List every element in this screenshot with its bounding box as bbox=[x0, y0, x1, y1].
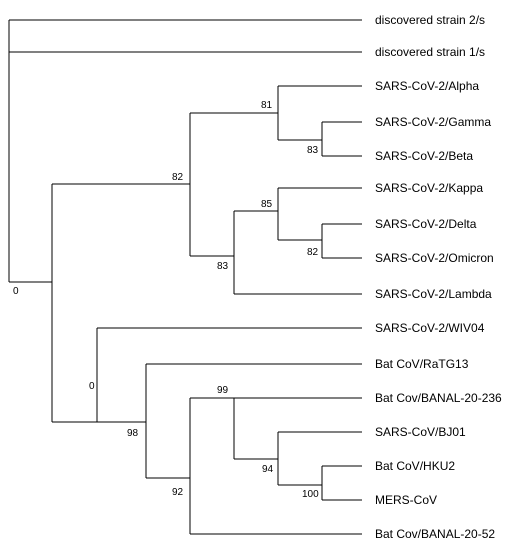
leaf-label-bat-cov-hku2: Bat CoV/HKU2 bbox=[375, 459, 455, 473]
leaf-label-sarscov2-gamma: SARS-CoV-2/Gamma bbox=[375, 115, 491, 129]
support-value-kappa-lambda: 83 bbox=[217, 261, 229, 272]
support-value-kappa-group: 85 bbox=[261, 199, 273, 210]
leaf-label-sarscov2-omicron: SARS-CoV-2/Omicron bbox=[375, 251, 494, 265]
support-value-hku2-mers: 100 bbox=[302, 489, 319, 500]
leaf-label-sarscov2-beta: SARS-CoV-2/Beta bbox=[375, 149, 473, 163]
leaf-label-bat-cov-banal-20-236: Bat Cov/BANAL-20-236 bbox=[375, 391, 502, 405]
leaf-label-discovered-strain-2: discovered strain 2/s bbox=[375, 13, 485, 27]
leaf-label-sarscov2-kappa: SARS-CoV-2/Kappa bbox=[375, 181, 483, 195]
support-value-delta-omicron: 82 bbox=[307, 247, 319, 258]
leaf-label-sarscov-bj01: SARS-CoV/BJ01 bbox=[375, 425, 466, 439]
leaf-label-sarscov2-alpha: SARS-CoV-2/Alpha bbox=[375, 79, 479, 93]
support-values: 0 82 81 83 83 85 82 0 98 92 99 94 100 bbox=[13, 100, 319, 500]
support-value-banal236-group: 99 bbox=[217, 385, 229, 396]
leaf-label-discovered-strain-1: discovered strain 1/s bbox=[375, 45, 485, 59]
leaf-label-sarscov2-wiv04: SARS-CoV-2/WIV04 bbox=[375, 321, 485, 335]
leaf-label-sarscov2-lambda: SARS-CoV-2/Lambda bbox=[375, 287, 492, 301]
tree-branches bbox=[8, 19, 362, 535]
leaf-label-bat-cov-banal-20-52: Bat Cov/BANAL-20-52 bbox=[375, 527, 495, 541]
support-value-gamma-beta: 83 bbox=[307, 145, 319, 156]
leaf-labels: discovered strain 2/s discovered strain … bbox=[375, 13, 502, 541]
support-value-sarscov2-clade: 82 bbox=[172, 172, 184, 183]
leaf-label-mers-cov: MERS-CoV bbox=[375, 493, 437, 507]
leaf-label-sarscov2-delta: SARS-CoV-2/Delta bbox=[375, 217, 477, 231]
support-value-banal-group: 92 bbox=[172, 487, 184, 498]
support-value-bj01-group: 94 bbox=[262, 464, 274, 475]
support-value-root: 0 bbox=[13, 286, 19, 297]
support-value-wiv04-group: 0 bbox=[89, 381, 95, 392]
support-value-alpha-group: 81 bbox=[261, 100, 273, 111]
support-value-ratg13-group: 98 bbox=[127, 428, 139, 439]
leaf-label-bat-cov-ratg13: Bat CoV/RaTG13 bbox=[375, 357, 469, 371]
